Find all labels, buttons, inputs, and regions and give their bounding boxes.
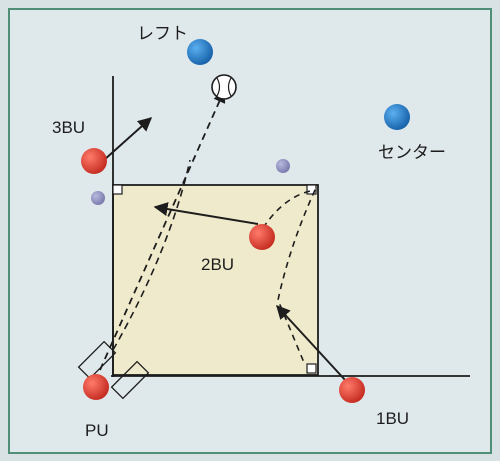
second-cover-curve — [262, 189, 316, 229]
pitcher-cover-path — [112, 159, 191, 351]
infield — [112, 184, 319, 376]
first-base-cover-arrow — [276, 304, 347, 382]
left-fielder-marker — [187, 39, 213, 65]
baseball-icon — [211, 74, 237, 100]
first-base-cover-label: 1BU — [376, 409, 409, 428]
third-base-cover-label: 3BU — [52, 118, 85, 137]
second-base-cover-arrow — [153, 202, 259, 225]
second-base — [306, 184, 317, 195]
second-base-cover-marker — [249, 224, 275, 250]
second-base-cover-label: 2BU — [201, 255, 234, 274]
ball-path-to-left — [99, 89, 226, 371]
runner-marker-left — [91, 191, 105, 205]
third-base-cover-marker — [81, 148, 107, 174]
batter-box-right — [110, 360, 150, 400]
third-base — [112, 184, 123, 195]
center-fielder-label: センター — [378, 143, 446, 162]
first-baseman-dashed-path — [277, 189, 316, 366]
first-base-cover-marker — [339, 377, 365, 403]
third-base-cover-arrow — [103, 117, 153, 161]
runner-marker-top — [276, 159, 290, 173]
center-fielder-marker — [384, 104, 410, 130]
first-base — [306, 363, 317, 374]
pitcher-cover-marker — [83, 374, 109, 400]
pitcher-cover-label: PU — [85, 421, 109, 440]
left-fielder-label: レフト — [137, 24, 188, 43]
